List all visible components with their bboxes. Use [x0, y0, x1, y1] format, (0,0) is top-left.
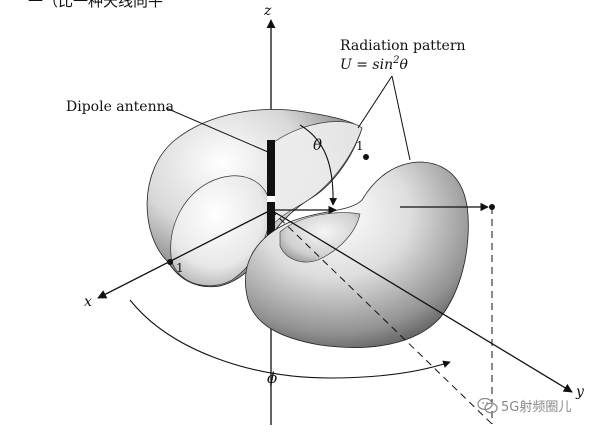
- dipole-leader-line: [165, 107, 269, 153]
- watermark: 5G射频圈儿: [477, 397, 571, 415]
- x-axis-label: x: [84, 294, 92, 310]
- x-axis: [97, 209, 272, 299]
- dipole-feed-gap: [267, 196, 275, 202]
- phi-arc: [129, 299, 451, 379]
- y-axis: [270, 209, 573, 393]
- projection-dashed-diagonal: [270, 209, 493, 425]
- unit-point-right: [363, 154, 369, 160]
- formula-lhs: U = sin: [340, 57, 393, 73]
- radiation-pattern-formula: U = sin2θ: [340, 55, 408, 73]
- z-axis-label: z: [263, 3, 272, 19]
- phi-label: ϕ: [267, 369, 277, 387]
- radiation-pattern-label: Radiation pattern: [340, 38, 466, 54]
- theta-arc: [299, 124, 338, 206]
- left-torus-lobe: [146, 109, 363, 288]
- watermark-text: 5G射频圈儿: [501, 399, 571, 415]
- pattern-leader-left: [357, 75, 393, 129]
- unit-label-left: 1: [176, 261, 184, 275]
- formula-rhs: θ: [399, 57, 408, 73]
- right-torus-lobe: [245, 161, 469, 348]
- theta-label: θ: [313, 136, 322, 154]
- top-caption-fragment: 一（比一种天线向平: [28, 0, 163, 10]
- unit-point-left: [167, 259, 173, 265]
- unit-label-right: 1: [356, 139, 364, 153]
- y-axis-label: y: [575, 384, 585, 400]
- pattern-leader-right: [391, 75, 411, 161]
- wechat-icon: [477, 397, 498, 414]
- formula-exponent: 2: [392, 55, 399, 66]
- dipole-antenna-label: Dipole antenna: [66, 99, 174, 115]
